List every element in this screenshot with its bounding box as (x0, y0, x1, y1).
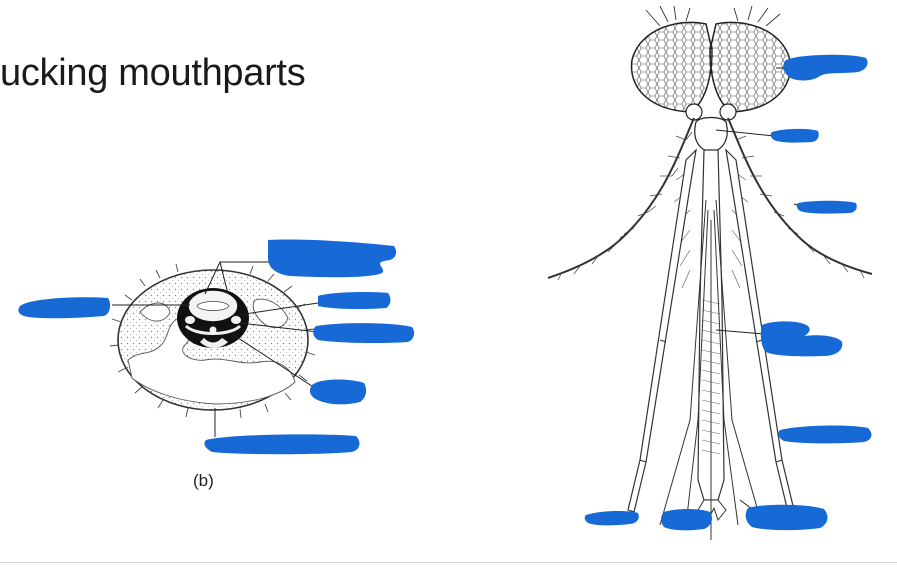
compound-eye-left (630, 21, 713, 113)
label-cover (318, 292, 391, 310)
antenna-socket-right (719, 103, 737, 121)
slide-title: ucking mouthparts (0, 52, 306, 94)
label-covers-left (18, 239, 415, 455)
mosquito-head-diagram (547, 5, 873, 540)
label-cover (770, 128, 819, 143)
label-cover (796, 200, 857, 214)
stylet-bundle (177, 288, 249, 348)
stylets (659, 199, 763, 540)
label-cover (268, 239, 397, 278)
antenna-left-hairs (557, 131, 693, 281)
label-cover (778, 425, 872, 444)
internal-cavity (127, 317, 296, 405)
leader-lines-left (112, 261, 319, 437)
label-cover (783, 54, 868, 81)
palp-segments (639, 339, 783, 463)
salivary-canal (209, 326, 217, 334)
antenna-socket-left (685, 103, 703, 121)
head-bristles (645, 5, 781, 27)
proboscis-cross-section (18, 239, 415, 455)
slide-bottom-divider (0, 562, 897, 563)
clypeus (694, 116, 728, 153)
figure-caption: (b) (193, 471, 214, 490)
label-covers-right (584, 54, 872, 531)
maxilla-section-right (231, 316, 241, 324)
label-cover (760, 321, 843, 357)
label-cover (584, 510, 639, 526)
label-cover (661, 509, 712, 531)
antenna-right-hairs (735, 135, 865, 279)
maxilla-section-left (185, 316, 195, 324)
label-cover (745, 504, 828, 531)
label-cover (18, 297, 111, 319)
stylet (713, 209, 739, 526)
label-cover (204, 434, 360, 455)
stylet (715, 199, 763, 526)
food-canal (196, 301, 230, 311)
label-cover (313, 323, 415, 344)
stylet (659, 199, 707, 526)
stylet (685, 209, 709, 526)
antenna-left (547, 117, 695, 279)
compound-eye-right (709, 21, 792, 113)
maxillary-palp-left (627, 148, 697, 513)
label-cover (309, 379, 367, 405)
